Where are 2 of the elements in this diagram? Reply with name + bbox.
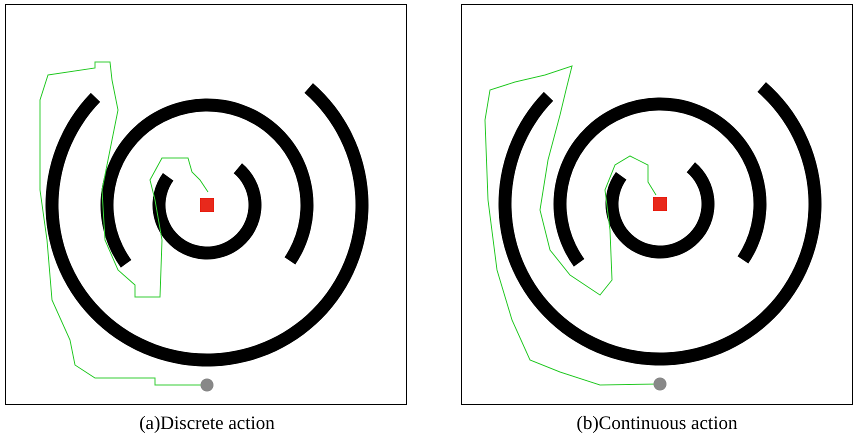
figure-caption: (b)Continuous action <box>576 413 738 435</box>
figure-caption: (a)Discrete action <box>139 413 275 435</box>
